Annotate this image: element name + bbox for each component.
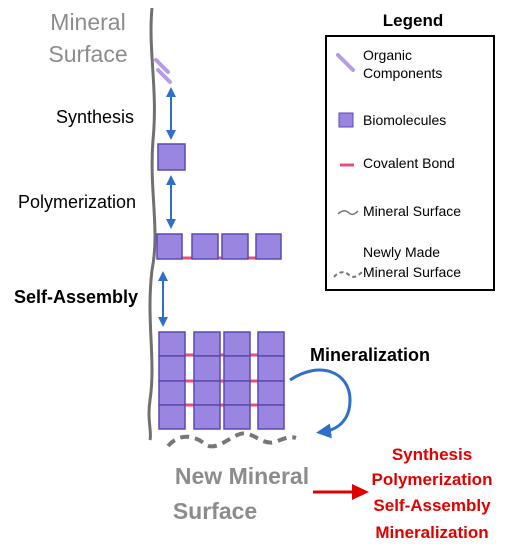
legend-item-organic-line2: Components — [363, 65, 442, 81]
cycle-step-self-assembly: Self-Assembly — [373, 496, 491, 515]
legend: Legend Organic Components Biomolecules C… — [325, 11, 495, 291]
organic-components — [154, 58, 172, 84]
mineral-surface-icon — [337, 210, 359, 216]
biomolecule-single — [157, 143, 186, 171]
biomolecule-icon — [338, 112, 354, 128]
legend-title: Legend — [383, 11, 443, 30]
mineral-surface-line — [147, 7, 157, 441]
cycle-step-polymerization: Polymerization — [372, 470, 493, 489]
legend-item-mineral-surface: Mineral Surface — [363, 203, 461, 219]
cycle-step-synthesis: Synthesis — [392, 445, 472, 464]
new-mineral-surface-icon — [333, 271, 363, 278]
legend-box — [325, 35, 495, 291]
organic-component-icon — [336, 53, 355, 72]
new-mineral-surface-label-line2: Surface — [173, 498, 257, 524]
legend-item-new-mineral-line1: Newly Made — [363, 244, 440, 260]
legend-item-covalent-bond: Covalent Bond — [363, 155, 455, 171]
self-assembly-label: Self-Assembly — [14, 287, 138, 307]
mineral-surface-label-line2: Surface — [48, 41, 127, 67]
mineralization-arrow — [289, 368, 352, 439]
legend-item-biomolecules: Biomolecules — [363, 112, 446, 128]
mineralization-label: Mineralization — [310, 345, 430, 365]
cycle-step-mineralization: Mineralization — [375, 523, 488, 542]
mineral-surface-label-line1: Mineral — [50, 9, 125, 35]
legend-item-organic-line1: Organic — [363, 47, 412, 63]
new-mineral-surface-label-line1: New Mineral — [175, 463, 309, 489]
polymerization-label: Polymerization — [18, 192, 136, 212]
assembled-grid — [158, 331, 285, 430]
polymer-chain — [156, 233, 282, 260]
synthesis-label: Synthesis — [56, 107, 134, 127]
new-mineral-surface-line — [166, 431, 297, 449]
cycle-arrow-head — [352, 484, 369, 500]
legend-item-new-mineral-line2: Mineral Surface — [363, 264, 461, 280]
